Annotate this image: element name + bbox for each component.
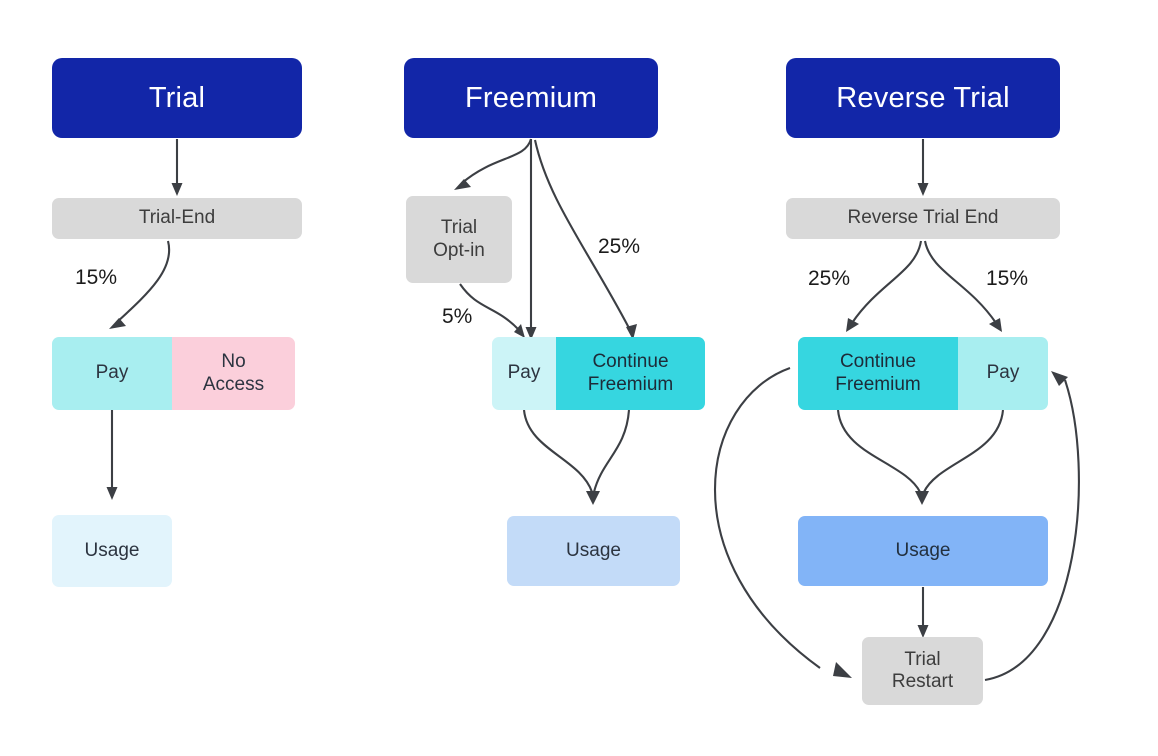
node-reverse-pay-label: Pay (986, 362, 1020, 384)
edge-end-to-continue (851, 240, 923, 324)
node-trial-no-access[interactable]: No Access (172, 337, 295, 410)
arrowhead-freemium-to-optin (454, 179, 471, 190)
edge-freemium-to-optin (461, 138, 533, 184)
arrowhead-reversetrial-to-end (917, 183, 929, 196)
arrowhead-loop-to-pay (1051, 371, 1068, 386)
node-trial-optin-label: Trial Opt-in (433, 217, 485, 261)
edge-freemium-to-continue (533, 139, 630, 329)
node-trial-pay[interactable]: Pay (52, 337, 172, 410)
edge-continue-to-usage-c2 (592, 409, 631, 493)
edge-trialend-to-pay (116, 240, 171, 323)
header-trial-label: Trial (148, 81, 206, 114)
arrowhead-to-usage-c2 (586, 491, 600, 505)
edge-label-rte-continue: 25% (808, 267, 851, 290)
arrowhead-end-to-pay (989, 318, 1002, 332)
node-trial-usage[interactable]: Usage (52, 515, 172, 587)
arrowhead-optin-to-pay (514, 324, 525, 338)
arrowhead-trialend-to-pay (109, 318, 126, 329)
header-reverse-trial[interactable]: Reverse Trial (786, 58, 1060, 138)
edge-label-freemium-continue: 25% (598, 235, 641, 258)
node-reverse-trial-end-label: Reverse Trial End (847, 207, 999, 229)
edge-label-trial-pay: 15% (75, 266, 118, 289)
edge-pay-to-usage-c2 (522, 409, 593, 493)
node-trial-end-label: Trial-End (138, 207, 216, 229)
arrowhead-pay-to-usage (106, 487, 118, 500)
node-trial-no-access-label: No Access (202, 351, 265, 395)
node-freemium-usage-label: Usage (566, 539, 621, 561)
edge-pay-to-usage-c3 (923, 409, 1005, 493)
header-freemium-label: Freemium (464, 81, 598, 114)
header-freemium[interactable]: Freemium (404, 58, 658, 138)
arrowhead-trial-to-trialend (171, 183, 183, 196)
edge-label-rte-pay: 15% (986, 267, 1029, 290)
node-reverse-trial-end[interactable]: Reverse Trial End (786, 198, 1060, 239)
node-trial-restart-label: Trial Restart (891, 648, 954, 692)
node-freemium-usage[interactable]: Usage (507, 516, 680, 586)
arrowhead-end-to-continue (846, 318, 859, 332)
header-trial[interactable]: Trial (52, 58, 302, 138)
node-freemium-continue-label: Continue Freemium (587, 351, 674, 395)
node-trial-end[interactable]: Trial-End (52, 198, 302, 239)
node-trial-optin[interactable]: Trial Opt-in (406, 196, 512, 283)
node-reverse-continue-label: Continue Freemium (835, 351, 921, 395)
header-reverse-trial-label: Reverse Trial (836, 81, 1010, 114)
edge-continue-to-usage-c3 (836, 409, 921, 493)
node-reverse-continue[interactable]: Continue Freemium (798, 337, 958, 410)
node-freemium-pay-label: Pay (507, 362, 541, 384)
arrowhead-to-usage-c3 (915, 491, 929, 505)
node-freemium-pay[interactable]: Pay (492, 337, 556, 410)
node-reverse-usage-label: Usage (895, 539, 951, 561)
node-trial-usage-label: Usage (84, 539, 140, 561)
node-trial-restart[interactable]: Trial Restart (862, 637, 983, 705)
node-reverse-usage[interactable]: Usage (798, 516, 1048, 586)
node-freemium-continue[interactable]: Continue Freemium (556, 337, 705, 410)
arrowhead-loop-to-restart (833, 662, 852, 678)
node-trial-pay-label: Pay (95, 362, 129, 384)
edge-label-optin-pay: 5% (442, 305, 473, 328)
node-reverse-pay[interactable]: Pay (958, 337, 1048, 410)
